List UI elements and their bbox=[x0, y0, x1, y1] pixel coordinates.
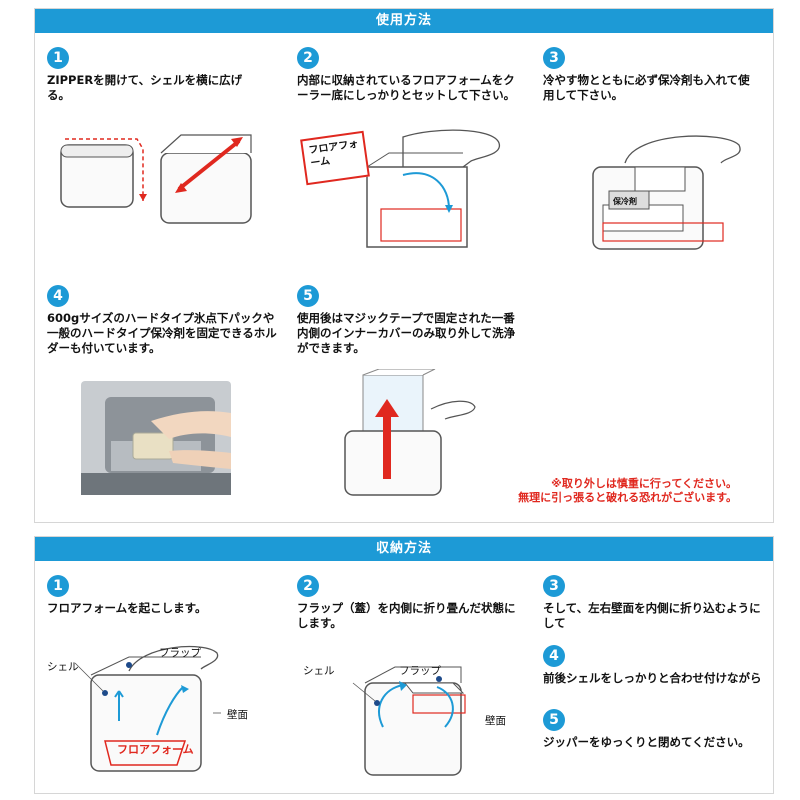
storage-1-wall-label: 壁面 bbox=[227, 709, 248, 721]
storage-step-2-text: フラップ（蓋）を内側に折り畳んだ状態にします。 bbox=[297, 601, 516, 630]
storage-2-shell-label: シェル bbox=[303, 665, 335, 677]
usage-warning-line-2: 無理に引っ張ると破れる恐れがございます。 bbox=[518, 491, 737, 504]
storage-step-2-illustration bbox=[352, 666, 466, 776]
storage-step-1-illustration: フロアフォーム bbox=[74, 645, 221, 772]
usage-step-2-illustration bbox=[366, 129, 500, 248]
usage-step-1-number: 1 bbox=[47, 47, 69, 69]
floor-form-text: フロアフォーム bbox=[117, 743, 194, 756]
usage-step-4-photo bbox=[81, 381, 231, 495]
usage-step-3-text: 冷やす物とともに必ず保冷剤も入れて使用して下さい。 bbox=[543, 73, 750, 102]
storage-step-3-number: 3 bbox=[543, 575, 565, 597]
usage-title: 使用方法 bbox=[35, 9, 773, 33]
usage-step-1-illustration bbox=[60, 134, 252, 224]
usage-step-3-illustration: 保冷剤 bbox=[592, 135, 741, 250]
storage-1-flap-label: フラップ bbox=[159, 647, 201, 659]
usage-step-4-number: 4 bbox=[47, 285, 69, 307]
usage-step-2-number: 2 bbox=[297, 47, 319, 69]
floor-form-card-label: フロアフォーム bbox=[308, 138, 360, 170]
storage-2-wall-label: 壁面 bbox=[485, 715, 506, 727]
storage-step-1-number: 1 bbox=[47, 575, 69, 597]
usage-step-5-illustration bbox=[344, 369, 476, 496]
storage-panel: 収納方法 1 フロアフォームを起こします。 フロアフォーム シェル フラップ 壁… bbox=[34, 536, 774, 794]
storage-1-shell-label: シェル bbox=[47, 661, 79, 673]
storage-step-1-text: フロアフォームを起こします。 bbox=[47, 601, 207, 615]
storage-step-5-number: 5 bbox=[543, 709, 565, 731]
usage-step-3-number: 3 bbox=[543, 47, 565, 69]
usage-step-5-number: 5 bbox=[297, 285, 319, 307]
usage-step-4-text: 600gサイズのハードタイプ氷点下パックや一般のハードタイプ保冷剤を固定できるホ… bbox=[47, 311, 277, 355]
usage-warning: ※取り外しは慎重に行ってください。 無理に引っ張ると破れる恐れがございます。 bbox=[371, 477, 737, 505]
storage-step-3-text: そして、左右壁面を内側に折り込むようにして bbox=[543, 601, 761, 630]
usage-step-1-text: ZIPPERを開けて、シェルを横に広げる。 bbox=[47, 73, 243, 102]
storage-title: 収納方法 bbox=[35, 537, 773, 561]
storage-step-2-number: 2 bbox=[297, 575, 319, 597]
storage-2-flap-label: フラップ bbox=[399, 665, 441, 677]
storage-step-4-number: 4 bbox=[543, 645, 565, 667]
usage-step-5-text: 使用後はマジックテープで固定された一番内側のインナーカバーのみ取り外して洗浄がで… bbox=[297, 311, 516, 355]
usage-warning-line-1: ※取り外しは慎重に行ってください。 bbox=[551, 477, 737, 490]
storage-step-5-text: ジッパーをゆっくりと閉めてください。 bbox=[543, 735, 750, 749]
storage-step-4-text: 前後シェルをしっかりと合わせ付けながら bbox=[543, 671, 762, 685]
usage-panel: 使用方法 1 ZIPPERを開けて、シェルを横に広げる。 2 内部に収納されてい… bbox=[34, 8, 774, 523]
floor-form-card: フロアフォーム bbox=[300, 130, 370, 186]
usage-step-2-text: 内部に収納されているフロアフォームをクーラー底にしっかりとセットして下さい。 bbox=[297, 73, 516, 102]
cold-pack-label: 保冷剤 bbox=[612, 196, 637, 206]
